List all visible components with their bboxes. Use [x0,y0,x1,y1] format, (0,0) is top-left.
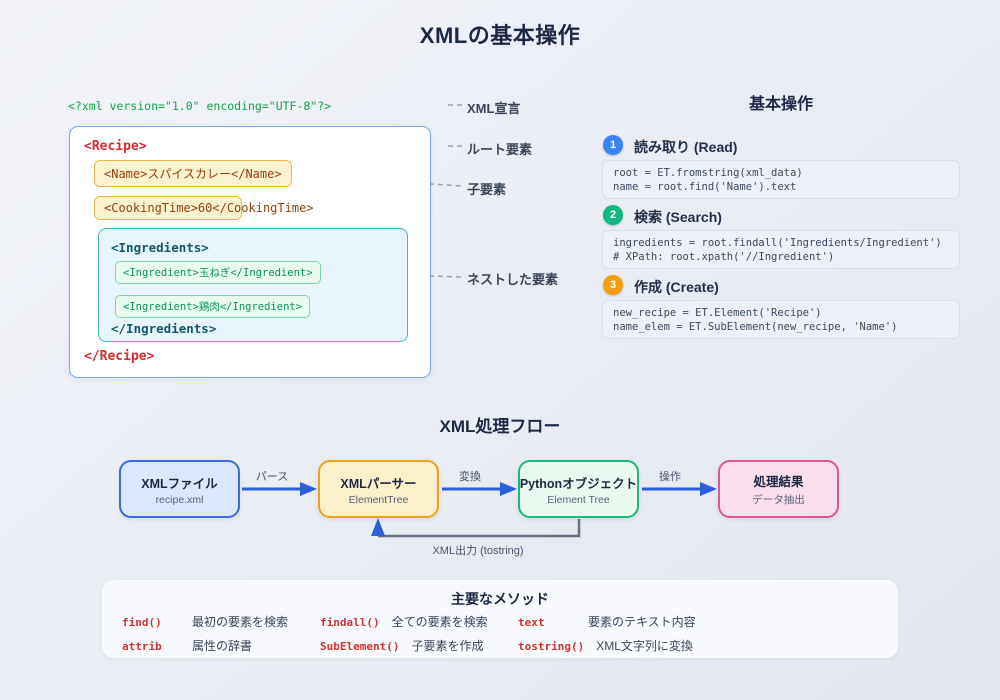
xml-recipe-box: <Recipe> <Name>スパイスカレー</Name> <CookingTi… [69,126,431,378]
method-item: SubElement() 子要素を作成 [320,637,484,654]
flow-arrow-parse [242,482,317,496]
step-1-badge: 1 [603,135,623,155]
method-desc: XML文字列に変換 [596,639,693,653]
step-2-code-box: ingredients = root.findall('Ingredients/… [602,230,960,269]
flow-node-title: Pythonオブジェクト [519,476,638,491]
method-item: text 要素のテキスト内容 [518,613,696,630]
recipe-close-tag: </Recipe> [84,349,155,364]
step-2-label: 検索 (Search) [634,209,722,225]
flow-node-xml-file: XMLファイル recipe.xml [119,460,240,518]
step-3-label: 作成 (Create) [634,279,719,295]
code-line: name_elem = ET.SubElement(new_recipe, 'N… [613,321,898,333]
method-name: find() [122,616,162,629]
xml-declaration: <?xml version="1.0" encoding="UTF-8"?> [68,99,332,113]
step-3-badge: 3 [603,275,623,295]
step-1-code-box: root = ET.fromstring(xml_data) name = ro… [602,160,960,199]
flow-node-title: 処理結果 [753,475,804,489]
ingredients-close-tag: </Ingredients> [111,321,217,336]
step-3-code-box: new_recipe = ET.Element('Recipe') name_e… [602,300,960,339]
recipe-open-tag: <Recipe> [84,139,147,154]
ingredient-onion-element: <Ingredient>玉ねぎ</Ingredient> [115,261,321,284]
flow-return-arrow [371,518,581,538]
method-desc: 要素のテキスト内容 [588,615,696,629]
name-element: <Name>スパイスカレー</Name> [94,160,292,187]
flow-node-subtitle: recipe.xml [155,493,204,506]
method-name: attrib [122,640,162,653]
code-line: ingredients = root.findall('Ingredients/… [613,237,942,249]
method-name: findall() [320,616,380,629]
method-desc: 子要素を作成 [411,639,484,653]
method-desc: 最初の要素を検索 [192,615,289,629]
code-line: root = ET.fromstring(xml_data) [613,167,803,179]
code-line: name = root.find('Name').text [613,181,797,193]
cookingtime-element: <CookingTime>60</CookingTime> [94,196,314,220]
method-name: SubElement() [320,640,400,653]
flow-title: XML処理フロー [439,417,561,436]
ingredients-block: <Ingredients> <Ingredient>玉ねぎ</Ingredien… [98,228,408,342]
flow-node-python-object: Pythonオブジェクト Element Tree [518,460,639,518]
flow-node-subtitle: データ抽出 [752,494,805,506]
flow-arrow-label-operate: 操作 [659,471,681,483]
annotation-child-element: 子要素 [467,182,507,197]
annotation-root-element: ルート要素 [467,142,533,157]
method-name: tostring() [518,640,585,653]
step-2-badge: 2 [603,205,623,225]
flow-arrow-convert [442,482,517,496]
method-name: text [518,616,545,629]
operations-title: 基本操作 [748,96,813,113]
step-1-label: 読み取り (Read) [634,139,738,155]
page-title: XMLの基本操作 [419,23,581,48]
flow-node-xml-parser: XMLパーサー ElementTree [318,460,439,518]
ingredients-open-tag: <Ingredients> [111,240,209,255]
method-desc: 全ての要素を検索 [391,615,488,629]
flow-node-subtitle: ElementTree [348,493,409,506]
methods-panel: 主要なメソッド find() 最初の要素を検索 findall() 全ての要素を… [102,580,898,658]
method-item: tostring() XML文字列に変換 [518,637,693,654]
annotation-declaration: XML宣言 [467,101,521,116]
method-item: findall() 全ての要素を検索 [320,613,488,630]
annotation-nested-element: ネストした要素 [467,272,559,287]
flow-node-subtitle: Element Tree [547,493,610,506]
flow-arrow-operate [642,482,717,496]
code-line: # XPath: root.xpath('//Ingredient') [613,251,835,263]
flow-node-title: XMLパーサー [340,476,417,491]
ingredient-chicken-element: <Ingredient>鶏肉</Ingredient> [115,295,311,318]
flow-arrow-label-parse: パース [255,471,289,483]
flow-return-label: XML出力 (tostring) [432,545,524,557]
flow-node-result: 処理結果 データ抽出 [718,460,839,518]
method-desc: 属性の辞書 [192,639,253,653]
flow-arrow-label-convert: 変換 [459,471,481,483]
methods-title: 主要なメソッド [451,591,549,607]
code-line: new_recipe = ET.Element('Recipe') [613,307,822,319]
flow-node-title: XMLファイル [141,476,218,491]
method-item: find() 最初の要素を検索 [122,613,288,630]
method-item: attrib 属性の辞書 [122,637,252,654]
